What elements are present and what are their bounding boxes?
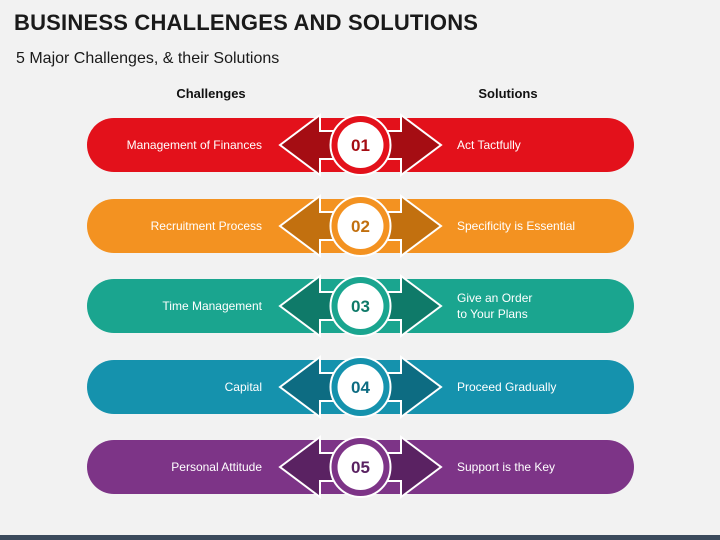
double-arrow-05: 05 bbox=[278, 435, 443, 499]
number-badge-label: 04 bbox=[351, 378, 370, 397]
solution-label: Act Tactfully bbox=[457, 138, 521, 152]
double-arrow-02: 02 bbox=[278, 194, 443, 258]
number-badge-label: 02 bbox=[351, 217, 370, 236]
solution-label: Support is the Key bbox=[457, 460, 556, 474]
challenge-label: Capital bbox=[224, 380, 262, 394]
solution-label: Give an Order to Your Plans bbox=[457, 291, 533, 321]
number-badge-circle bbox=[337, 283, 384, 329]
page-title: BUSINESS CHALLENGES AND SOLUTIONS bbox=[14, 10, 479, 35]
number-badge-label: 05 bbox=[351, 458, 370, 477]
solutions-column-header: Solutions bbox=[478, 86, 538, 101]
solution-label: Specificity is Essential bbox=[457, 219, 576, 233]
number-badge-circle bbox=[337, 364, 384, 410]
double-arrow-03: 03 bbox=[278, 274, 443, 338]
number-badge-circle bbox=[337, 444, 384, 490]
challenges-column-header: Challenges bbox=[176, 86, 246, 101]
footer-bar bbox=[0, 535, 720, 540]
number-badge-circle bbox=[337, 203, 384, 249]
challenge-label: Management of Finances bbox=[126, 138, 262, 152]
challenge-label: Personal Attitude bbox=[171, 460, 262, 474]
double-arrow-04: 04 bbox=[278, 355, 443, 419]
number-badge-label: 03 bbox=[351, 297, 370, 316]
page-subtitle: 5 Major Challenges, & their Solutions bbox=[16, 50, 280, 67]
challenge-label: Time Management bbox=[162, 299, 262, 313]
number-badge-circle bbox=[337, 122, 384, 168]
number-badge-label: 01 bbox=[351, 136, 370, 155]
double-arrow-01: 01 bbox=[278, 113, 443, 177]
challenge-label: Recruitment Process bbox=[150, 219, 262, 233]
solution-label: Proceed Gradually bbox=[457, 380, 557, 394]
